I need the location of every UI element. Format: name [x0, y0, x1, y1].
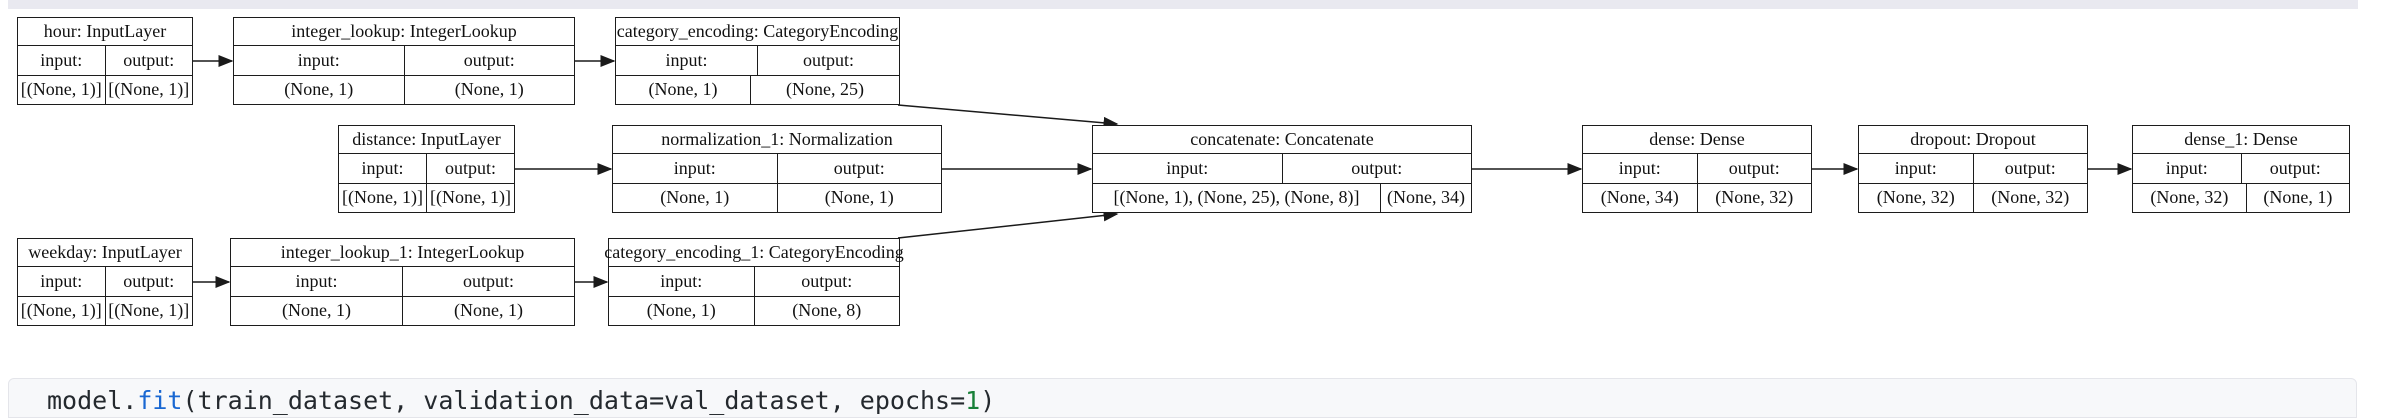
input-label: input: [1894, 157, 1937, 178]
code-line[interactable]: model.fit(train_dataset, validation_data… [47, 386, 995, 416]
node-title: dense_1: Dense [2133, 126, 2349, 154]
node-category_encoding_1: category_encoding_1: CategoryEncoding inp… [604, 238, 904, 326]
node-title: normalization_1: Normalization [613, 126, 941, 154]
edge-category_encoding_1-to-concatenate [897, 209, 1119, 239]
code-token-plain: val_dataset, epochs [664, 386, 951, 415]
input-shape: (None, 1) [646, 300, 716, 321]
node-category_encoding: category_encoding: CategoryEncoding input… [615, 17, 900, 105]
output-label: output: [757, 46, 899, 75]
edge-category_encoding-to-concatenate [897, 104, 1119, 129]
output-shape: [(None, 1)] [104, 296, 193, 325]
input-shape: [(None, 1), (None, 25), (None, 8)] [1113, 187, 1360, 208]
input-label: input: [1618, 157, 1661, 178]
code-token-plain: = [950, 386, 966, 415]
output-shape: (None, 1) [403, 75, 575, 104]
input-label: input: [673, 157, 716, 178]
input-label: input: [660, 270, 703, 291]
node-hour: hour: InputLayer input: output:[(None, 1)]… [17, 17, 193, 105]
input-shape: (None, 1) [660, 187, 730, 208]
node-dense: dense: Dense input: output: (None, 34) (None… [1582, 125, 1812, 213]
code-cell[interactable]: model.fit(train_dataset, validation_data… [8, 378, 2357, 418]
top-divider-strip [8, 0, 2358, 9]
output-shape: (None, 32) [1696, 183, 1812, 212]
output-shape: (None, 8) [753, 296, 900, 325]
input-shape: (None, 32) [2150, 187, 2229, 208]
input-shape: (None, 34) [1600, 187, 1679, 208]
input-label: input: [297, 49, 340, 70]
output-label: output: [1972, 154, 2088, 183]
code-token-plain: model. [47, 386, 138, 415]
input-shape: (None, 1) [282, 300, 351, 321]
node-title: category_encoding: CategoryEncoding [616, 18, 899, 46]
output-label: output: [403, 46, 575, 75]
node-title: integer_lookup: IntegerLookup [234, 18, 574, 46]
output-label: output: [104, 267, 193, 296]
input-label: input: [361, 157, 404, 178]
output-label: output: [104, 46, 193, 75]
node-title: integer_lookup_1: IntegerLookup [231, 239, 574, 267]
input-shape: (None, 32) [1876, 187, 1955, 208]
node-weekday: weekday: InputLayer input: output:[(None, … [17, 238, 193, 326]
code-token-plain: (train_dataset, validation_data [182, 386, 650, 415]
output-label: output: [776, 154, 942, 183]
output-shape: (None, 1) [2245, 183, 2349, 212]
node-title: category_encoding_1: CategoryEncoding [604, 239, 904, 267]
node-title: concatenate: Concatenate [1093, 126, 1471, 154]
output-shape: (None, 25) [750, 75, 899, 104]
input-shape: [(None, 1)] [20, 79, 102, 100]
output-shape: (None, 32) [1972, 183, 2088, 212]
node-title: weekday: InputLayer [18, 239, 192, 267]
output-label: output: [1281, 154, 1472, 183]
input-label: input: [40, 270, 83, 291]
code-token-plain: = [649, 386, 665, 415]
output-label: output: [1696, 154, 1812, 183]
output-label: output: [402, 267, 574, 296]
code-token-func: fit [137, 386, 183, 415]
node-title: hour: InputLayer [18, 18, 192, 46]
node-concatenate: concatenate: Concatenate input: output: [(N… [1092, 125, 1472, 213]
node-title: dropout: Dropout [1859, 126, 2087, 154]
output-shape: (None, 1) [402, 296, 574, 325]
input-shape: (None, 1) [648, 79, 718, 100]
input-label: input: [295, 270, 338, 291]
code-token-number: 1 [965, 386, 981, 415]
node-dense_1: dense_1: Dense input: output: (None, 32) (No… [2132, 125, 2350, 213]
input-label: input: [2165, 157, 2208, 178]
input-label: input: [40, 49, 83, 70]
input-label: input: [1166, 157, 1209, 178]
output-label: output: [426, 154, 514, 183]
input-shape: [(None, 1)] [20, 300, 102, 321]
input-label: input: [665, 49, 708, 70]
output-label: output: [2240, 154, 2350, 183]
output-shape: [(None, 1)] [426, 183, 514, 212]
node-title: dense: Dense [1583, 126, 1811, 154]
node-distance: distance: InputLayer input: output:[(None,… [338, 125, 515, 213]
node-integer_lookup: integer_lookup: IntegerLookup input: outpu… [233, 17, 575, 105]
output-shape: (None, 1) [776, 183, 942, 212]
node-integer_lookup_1: integer_lookup_1: IntegerLookup input: out… [230, 238, 575, 326]
input-shape: [(None, 1)] [342, 187, 423, 208]
node-title: distance: InputLayer [339, 126, 514, 154]
input-shape: (None, 1) [284, 79, 354, 100]
code-token-plain: ) [980, 386, 996, 415]
output-shape: [(None, 1)] [104, 75, 193, 104]
edges-svg [193, 55, 2133, 288]
output-label: output: [753, 267, 900, 296]
node-normalization_1: normalization_1: Normalization input: outp… [612, 125, 942, 213]
output-shape: (None, 34) [1379, 183, 1471, 212]
